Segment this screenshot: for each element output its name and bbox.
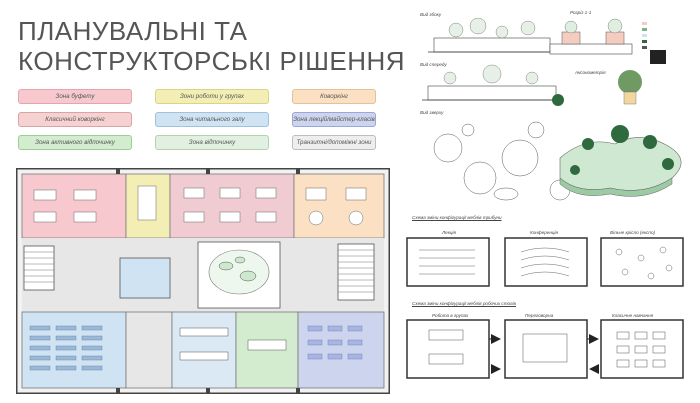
label-front-view: Вид спереду	[420, 62, 447, 67]
page-title: ПЛАНУВАЛЬНІ ТА КОНСТРУКТОРСЬКІ РІШЕННЯ	[18, 16, 405, 76]
label-side-view: Вид збоку	[420, 12, 442, 17]
label-classic: Класичне навчання	[612, 313, 654, 318]
transform-plans	[406, 237, 684, 379]
legend-classic-coworking: Класичний коворкінг	[18, 112, 132, 127]
legend-reading: Зона читального залу	[155, 112, 269, 127]
legend-lectures: Зона лекцій/майстер-класів	[292, 112, 376, 127]
title-line-1: ПЛАНУВАЛЬНІ ТА	[18, 16, 248, 46]
label-expo: Вільне крісло (експо)	[610, 230, 656, 235]
elevation-drawings	[422, 18, 682, 201]
floor-plan	[16, 168, 390, 394]
legend-transit: Транзитні/допоміжні зони	[292, 135, 376, 150]
label-top-view: Вид зверху	[420, 110, 444, 115]
label-group-work: Робота в групах	[432, 313, 469, 318]
legend-buffet: Зона буфету	[18, 89, 132, 104]
legend-coworking: Коворкінг	[292, 89, 376, 104]
label-transform-1: Схема зміни конфігурації меблів трибуни	[412, 215, 502, 220]
legend-active-rest: Зона активного відпочинку	[18, 135, 132, 150]
label-conference: Конференція	[530, 230, 558, 235]
label-meeting: Переговорна	[525, 313, 554, 318]
legend-group-work: Зони роботи у групах	[155, 89, 269, 104]
label-lecture: Лекція	[442, 230, 456, 235]
label-section: Розріз 1-1	[570, 10, 592, 15]
legend-rest: Зона відпочинку	[155, 135, 269, 150]
label-transform-2: Схема зміни конфігурації меблів робочих …	[412, 301, 516, 306]
title-line-2: КОНСТРУКТОРСЬКІ РІШЕННЯ	[18, 46, 406, 76]
label-axon: Аксонометрія	[575, 70, 606, 75]
